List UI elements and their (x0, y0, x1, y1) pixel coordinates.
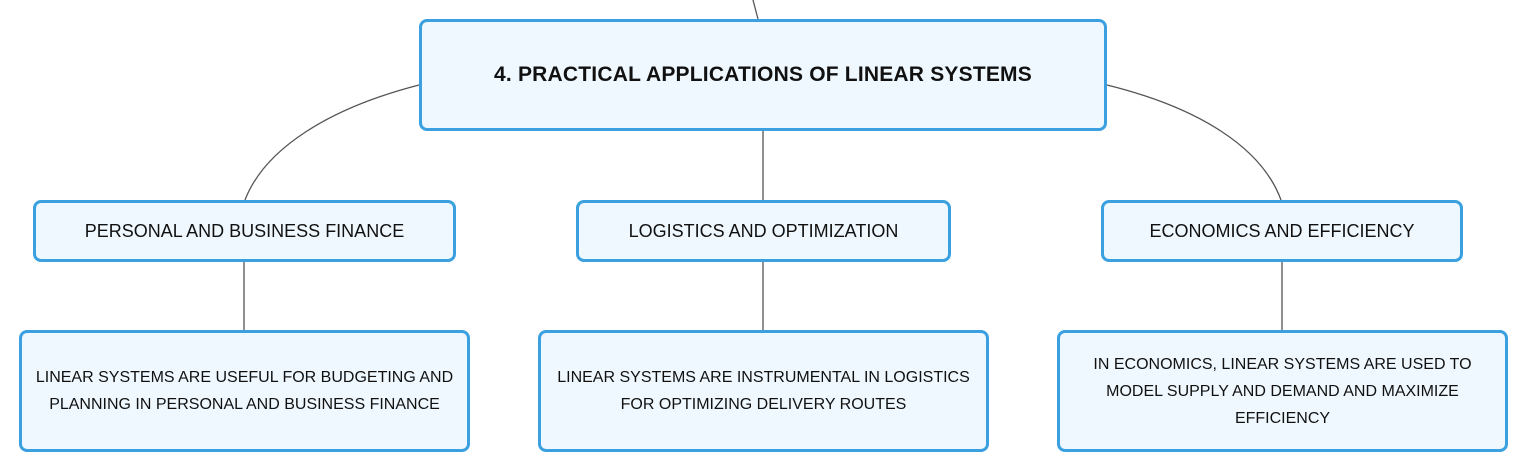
topic-node-economics[interactable]: ECONOMICS AND EFFICIENCY (1101, 200, 1463, 262)
detail-node-finance[interactable]: LINEAR SYSTEMS ARE USEFUL FOR BUDGETING … (19, 330, 470, 452)
topic-node-label: LOGISTICS AND OPTIMIZATION (628, 220, 899, 241)
detail-node-logistics[interactable]: LINEAR SYSTEMS ARE INSTRUMENTAL IN LOGIS… (538, 330, 989, 452)
connector-parent-root (752, 0, 759, 20)
root-node-label: 4. PRACTICAL APPLICATIONS OF LINEAR SYST… (494, 63, 1032, 86)
root-node[interactable]: 4. PRACTICAL APPLICATIONS OF LINEAR SYST… (419, 19, 1107, 131)
topic-node-logistics[interactable]: LOGISTICS AND OPTIMIZATION (576, 200, 951, 262)
detail-node-text: LINEAR SYSTEMS ARE INSTRUMENTAL IN LOGIS… (557, 369, 970, 413)
connector-root-topic-3 (1106, 84, 1282, 201)
detail-node-text: IN ECONOMICS, LINEAR SYSTEMS ARE USED TO… (1093, 355, 1472, 427)
detail-node-economics[interactable]: IN ECONOMICS, LINEAR SYSTEMS ARE USED TO… (1057, 330, 1508, 452)
connector-root-topic-1 (244, 84, 420, 201)
topic-node-finance[interactable]: PERSONAL AND BUSINESS FINANCE (33, 200, 456, 262)
topic-node-label: ECONOMICS AND EFFICIENCY (1149, 220, 1415, 241)
detail-node-text: LINEAR SYSTEMS ARE USEFUL FOR BUDGETING … (35, 369, 454, 413)
topic-node-label: PERSONAL AND BUSINESS FINANCE (84, 220, 405, 241)
